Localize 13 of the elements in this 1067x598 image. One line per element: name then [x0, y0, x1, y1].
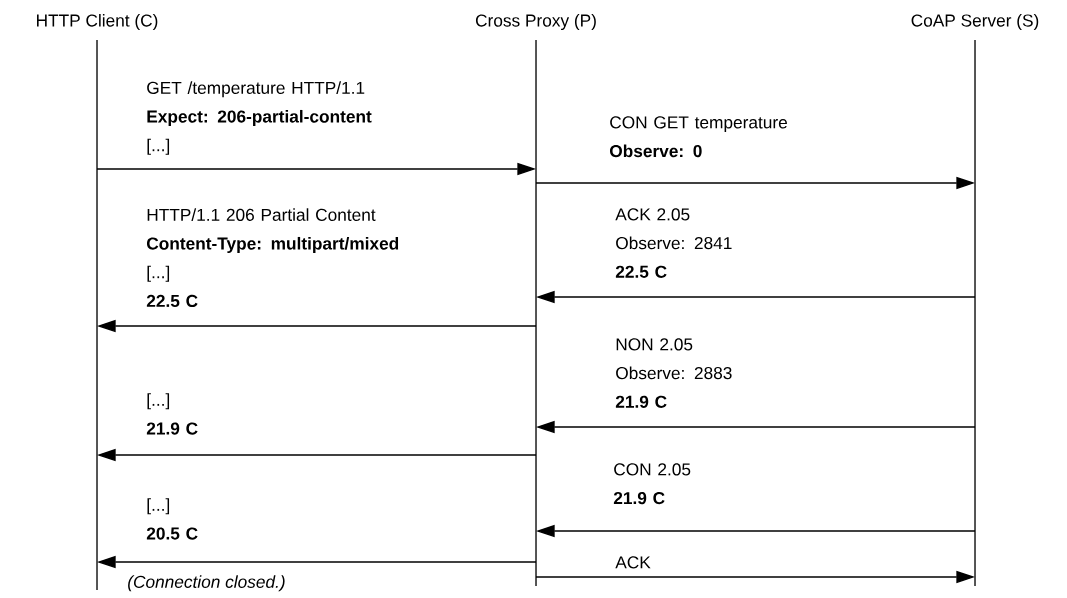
edge-label: NON 2.05 Observe: 2883 21.9 C	[615, 338, 732, 408]
edge-label: ACK	[615, 556, 651, 569]
participant-label: Cross Proxy (P)	[475, 13, 596, 31]
participant-label: CoAP Server (S)	[911, 13, 1039, 31]
note: (Connection closed.)	[128, 575, 285, 592]
edge-label: ACK 2.05 Observe: 2841 22.5 C	[615, 208, 732, 278]
edge-label: GET /temperature HTTP/1.1 Expect: 206-partial-content [...]	[147, 81, 372, 155]
edge-label: CON 2.05 21.9 C	[613, 463, 691, 505]
edge-label: CON GET temperature Observe: 0	[610, 116, 787, 158]
edge-label: [...] 21.9 C	[146, 393, 198, 435]
edge-label: HTTP/1.1 206 Partial Content Content-Type: multipart/mixed [...] 22.5 C	[146, 208, 399, 308]
edge-label: [...] 20.5 C	[146, 498, 198, 540]
participant-label: HTTP Client (C)	[37, 13, 158, 31]
